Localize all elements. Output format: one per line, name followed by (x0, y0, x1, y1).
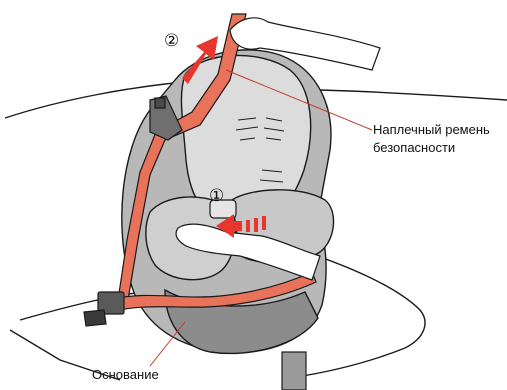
shoulder-belt-label-line1: Наплечный ремень (373, 121, 490, 139)
step-1-marker: ① (209, 186, 224, 206)
base-pedestal (282, 352, 306, 390)
belt-latch-plate (84, 292, 124, 326)
step-2-marker: ② (164, 31, 179, 51)
shoulder-belt-label-line2: безопасности (373, 139, 490, 157)
base-label: Основание (92, 366, 159, 384)
shoulder-belt-label: Наплечный ремень безопасности (373, 121, 490, 157)
